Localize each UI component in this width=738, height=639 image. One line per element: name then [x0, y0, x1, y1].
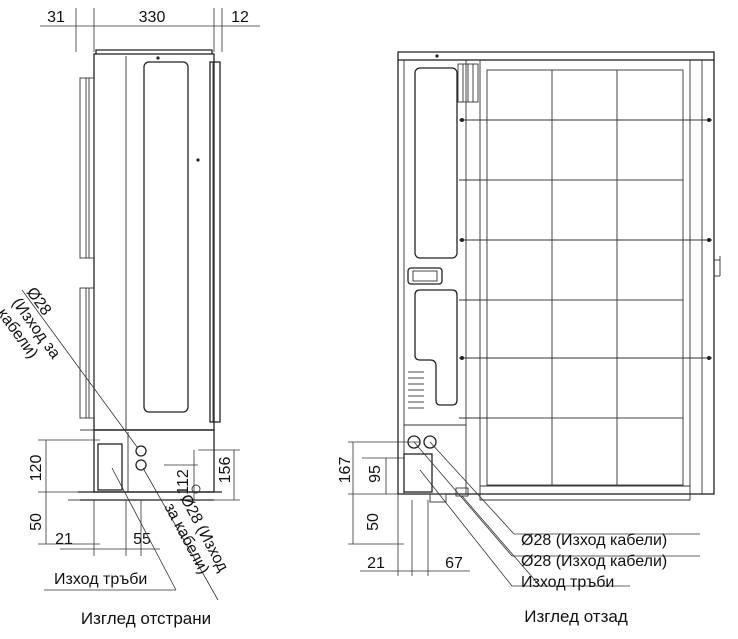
side-dim-bottom-2: 55 [133, 531, 151, 548]
vent-slots [408, 371, 424, 409]
side-dim-top-1: 31 [47, 9, 65, 26]
rear-dim-bottom-2: 67 [445, 555, 463, 572]
side-dim-top-2: 330 [139, 9, 166, 26]
rear-dim-left-3: 50 [365, 513, 382, 531]
rear-dim-left-2: 95 [367, 465, 384, 483]
rear-callout-cable-1: Ø28 (Изход кабели) [521, 532, 667, 549]
rear-view: 167 95 50 21 67 Ø28 (Изход кабели) Ø28 (… [337, 51, 721, 626]
side-dim-left-2: 50 [28, 513, 45, 531]
side-pipe-label: Изход тръби [54, 571, 147, 588]
side-dim-right-2: 156 [217, 457, 234, 484]
side-dim-right-1: 112 [175, 469, 192, 495]
side-view-caption: Изглед отстрани [81, 609, 211, 628]
side-dim-left-1: 120 [28, 455, 45, 482]
side-dim-bottom-1: 21 [55, 531, 73, 548]
rear-dim-bottom-1: 21 [367, 555, 385, 572]
rear-callout-cable-2: Ø28 (Изход кабели) [521, 553, 667, 570]
side-dim-top-3: 12 [231, 9, 249, 26]
rear-view-caption: Изглед отзад [524, 607, 628, 626]
rear-dim-left-1: 167 [337, 457, 354, 484]
rear-callout-pipe: Изход тръби [521, 574, 614, 591]
side-view: 31 330 12 [0, 8, 260, 628]
fan-grille [459, 69, 712, 486]
